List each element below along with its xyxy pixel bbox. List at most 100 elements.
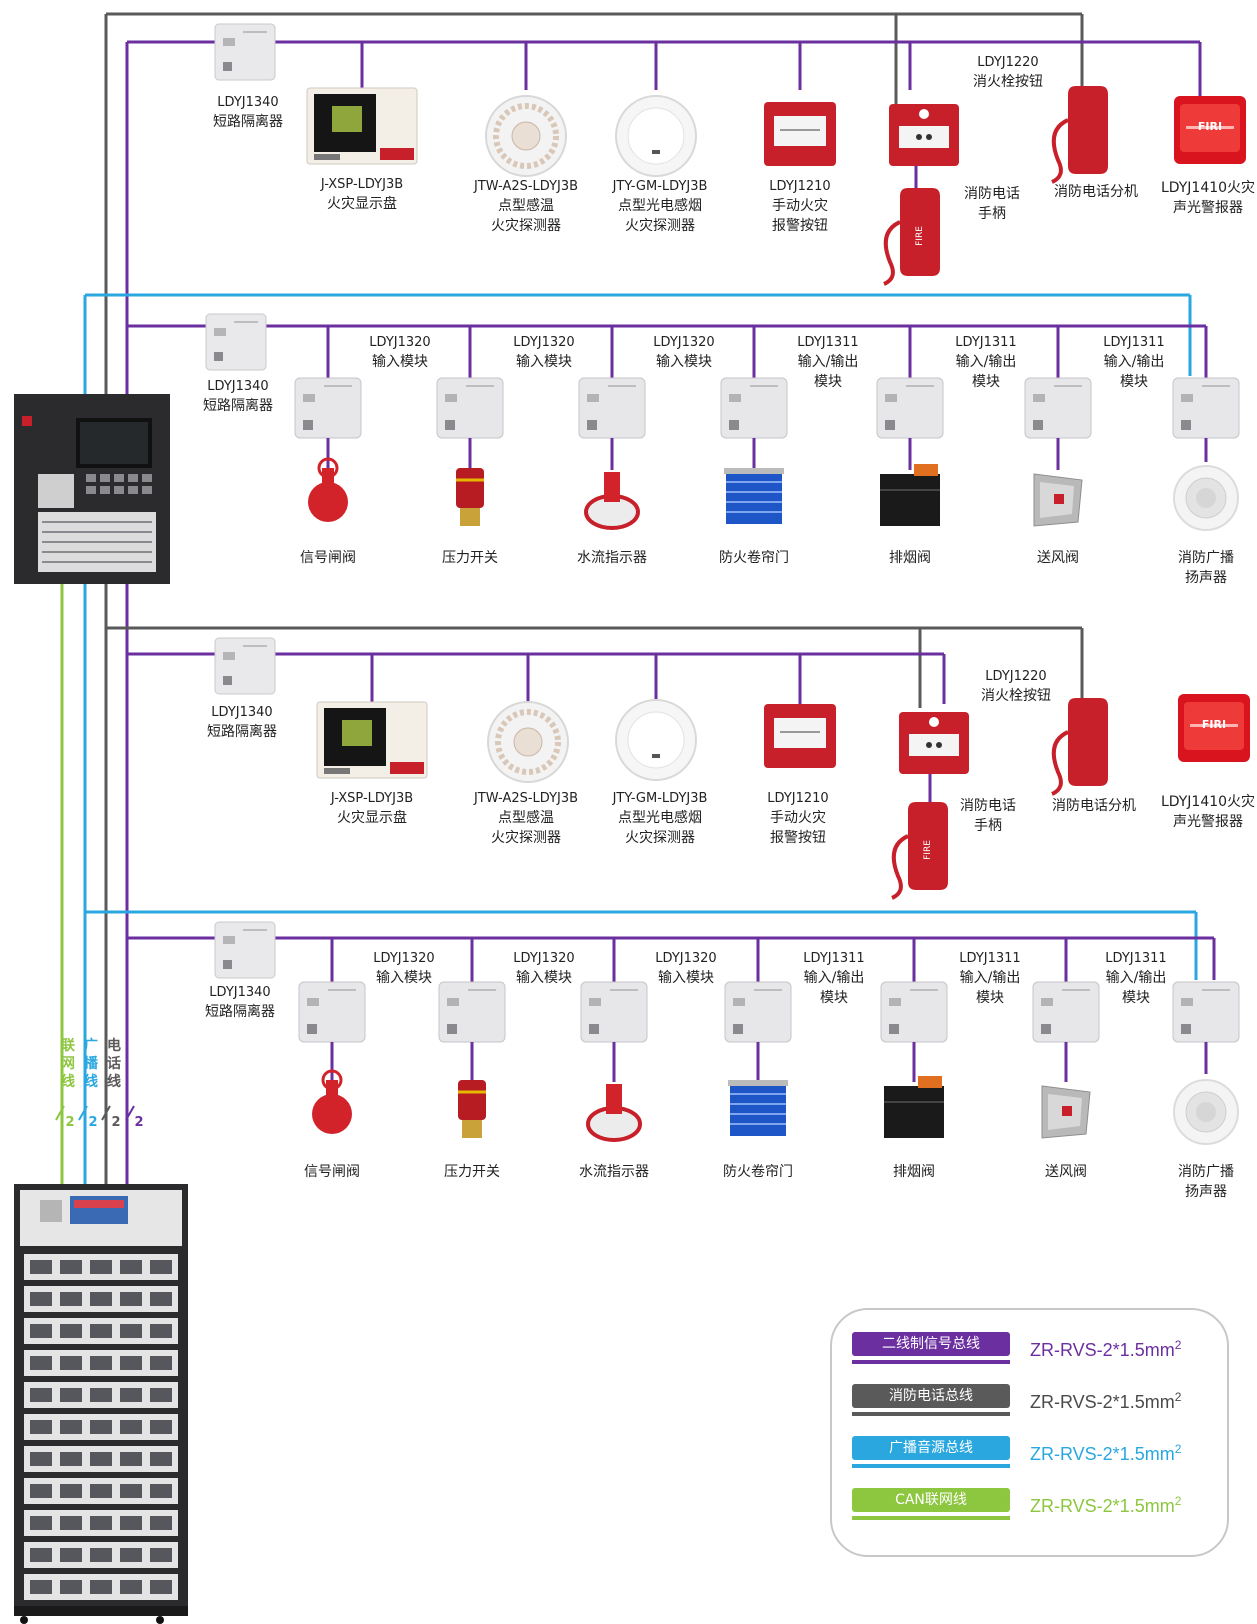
manual-c-code: LDYJ1210	[767, 791, 828, 806]
alarm-a-l1: LDYJ1410火灾	[1161, 179, 1255, 196]
speaker-b-l2: 扬声器	[1185, 570, 1227, 586]
trunk-label-can-3: 线	[61, 1073, 75, 1090]
smoke-c-l2: 火灾探测器	[625, 829, 695, 846]
isolator-d-name: 短路隔离器	[205, 1003, 275, 1020]
speaker-d-l2: 扬声器	[1185, 1184, 1227, 1200]
legend-row-signal: 二线制信号总线 ZR-RVS-2*1.5mm2	[852, 1332, 1212, 1372]
module-label-1: 输入模块	[516, 970, 572, 986]
module-code: LDYJ1320	[369, 335, 430, 350]
legend-spec-phone: ZR-RVS-2*1.5mm2	[1030, 1390, 1182, 1412]
alarm-c-fire-text: FIRI	[1202, 718, 1226, 731]
module-code: LDYJ1311	[959, 951, 1020, 966]
isolator-b-code: LDYJ1340	[207, 379, 268, 394]
module-label-2: 模块	[820, 990, 848, 1006]
isolator-a-code: LDYJ1340	[217, 95, 278, 110]
module-code: LDYJ1311	[1103, 335, 1164, 350]
device-5	[883, 1075, 945, 1139]
module-4	[724, 981, 792, 1043]
speaker-d-l1: 消防广播	[1178, 1164, 1234, 1180]
device-1	[306, 457, 350, 524]
smoke-a-l2: 火灾探测器	[625, 217, 695, 234]
trunk-labels: 联 网 线 广 播 线 电 话 线	[61, 1037, 121, 1090]
legend-chip-phone: 消防电话总线	[852, 1384, 1010, 1408]
trunk-label-ph-1: 电	[107, 1037, 121, 1054]
smoke-c-code: JTY-GM-LDYJ3B	[612, 791, 708, 806]
heat-detector-a	[486, 96, 566, 176]
count-ph: 2	[111, 1115, 120, 1130]
trunk-label-bc-1: 广	[84, 1037, 98, 1054]
module-code: LDYJ1320	[513, 335, 574, 350]
trunk-label-bc-2: 播	[84, 1055, 99, 1072]
module-label-1: 输入/输出	[804, 970, 865, 986]
smoke-detector-a	[615, 95, 697, 177]
manual-call-point-a	[763, 101, 837, 167]
legend-spec-signal: ZR-RVS-2*1.5mm2	[1030, 1338, 1182, 1360]
manual-call-point-c	[763, 703, 837, 769]
manual-a-l2: 报警按钮	[772, 218, 828, 234]
legend-chip-can: CAN联网线	[852, 1488, 1010, 1512]
module-5	[880, 981, 948, 1043]
module-label-2: 模块	[1120, 374, 1148, 390]
manual-a-code: LDYJ1210	[769, 179, 830, 194]
module-3	[580, 981, 648, 1043]
device-4	[727, 1079, 789, 1137]
smoke-c-l1: 点型光电感烟	[618, 809, 702, 826]
floor-c: LDYJ1340 短路隔离器 J-XSP-LDYJ3B 火灾显示盘 JTW-A2…	[207, 637, 1255, 900]
phone-extension-c	[1050, 696, 1110, 796]
extension-a-name: 消防电话分机	[1054, 184, 1138, 200]
module-label-1: 输入/输出	[1104, 354, 1165, 370]
legend-spec-broadcast: ZR-RVS-2*1.5mm2	[1030, 1442, 1182, 1464]
device-label: 信号闸阀	[304, 1164, 360, 1180]
device-label: 送风阀	[1037, 550, 1079, 566]
legend-row-phone: 消防电话总线 ZR-RVS-2*1.5mm2	[852, 1384, 1212, 1424]
device-label: 信号闸阀	[300, 550, 356, 566]
speaker-b	[1173, 465, 1239, 531]
heat-c-l1: 点型感温	[498, 809, 554, 826]
module-label-2: 模块	[814, 374, 842, 390]
handset-a-l1: 消防电话	[964, 186, 1020, 202]
smoke-a-l1: 点型光电感烟	[618, 197, 702, 214]
phone-handset-c	[890, 800, 950, 900]
hydrant-c-code: LDYJ1220	[985, 669, 1046, 684]
isolator-b	[205, 313, 267, 371]
legend-chip-signal: 二线制信号总线	[852, 1332, 1010, 1356]
legend: 二线制信号总线 ZR-RVS-2*1.5mm2 消防电话总线 ZR-RVS-2*…	[830, 1308, 1229, 1557]
handset-c-fire-text: FIRE	[923, 840, 933, 860]
smoke-a-code: JTY-GM-LDYJ3B	[612, 179, 708, 194]
device-4	[723, 467, 785, 525]
isolator-d	[214, 921, 276, 979]
module-6	[1024, 377, 1092, 439]
display-c-code: J-XSP-LDYJ3B	[330, 791, 413, 806]
trunk-label-can-1: 联	[61, 1038, 76, 1054]
handset-c-l2: 手柄	[974, 818, 1002, 834]
speaker-d	[1173, 1079, 1239, 1145]
manual-a-l1: 手动火灾	[772, 197, 828, 214]
trunk-label-can-2: 网	[61, 1056, 75, 1072]
device-1	[310, 1069, 354, 1136]
trunk-label-ph-3: 线	[107, 1073, 121, 1090]
extension-c-name: 消防电话分机	[1052, 798, 1136, 814]
smoke-detector-c	[615, 699, 697, 781]
isolator-c	[214, 637, 276, 695]
module-code: LDYJ1320	[513, 951, 574, 966]
module-label-1: 输入模块	[658, 970, 714, 986]
hydrant-a-name: 消火栓按钮	[973, 74, 1043, 90]
module-label-1: 输入模块	[372, 354, 428, 370]
module-6	[1032, 981, 1100, 1043]
display-a-name: 火灾显示盘	[327, 195, 397, 212]
device-label: 压力开关	[444, 1164, 500, 1180]
hydrant-button-a	[889, 104, 959, 166]
alarm-a-l2: 声光警报器	[1173, 200, 1243, 216]
device-2	[456, 1078, 488, 1140]
speaker-b-l1: 消防广播	[1178, 550, 1234, 566]
module-label-2: 模块	[1122, 990, 1150, 1006]
heat-a-l1: 点型感温	[498, 197, 554, 214]
module-1	[294, 377, 362, 439]
legend-chip-broadcast: 广播音源总线	[852, 1436, 1010, 1460]
module-label-1: 输入模块	[376, 970, 432, 986]
isolator-a-name: 短路隔离器	[213, 113, 283, 130]
legend-row-broadcast: 广播音源总线 ZR-RVS-2*1.5mm2	[852, 1436, 1212, 1476]
device-label: 防火卷帘门	[723, 1164, 793, 1180]
module-code: LDYJ1311	[797, 335, 858, 350]
isolator-c-name: 短路隔离器	[207, 723, 277, 740]
